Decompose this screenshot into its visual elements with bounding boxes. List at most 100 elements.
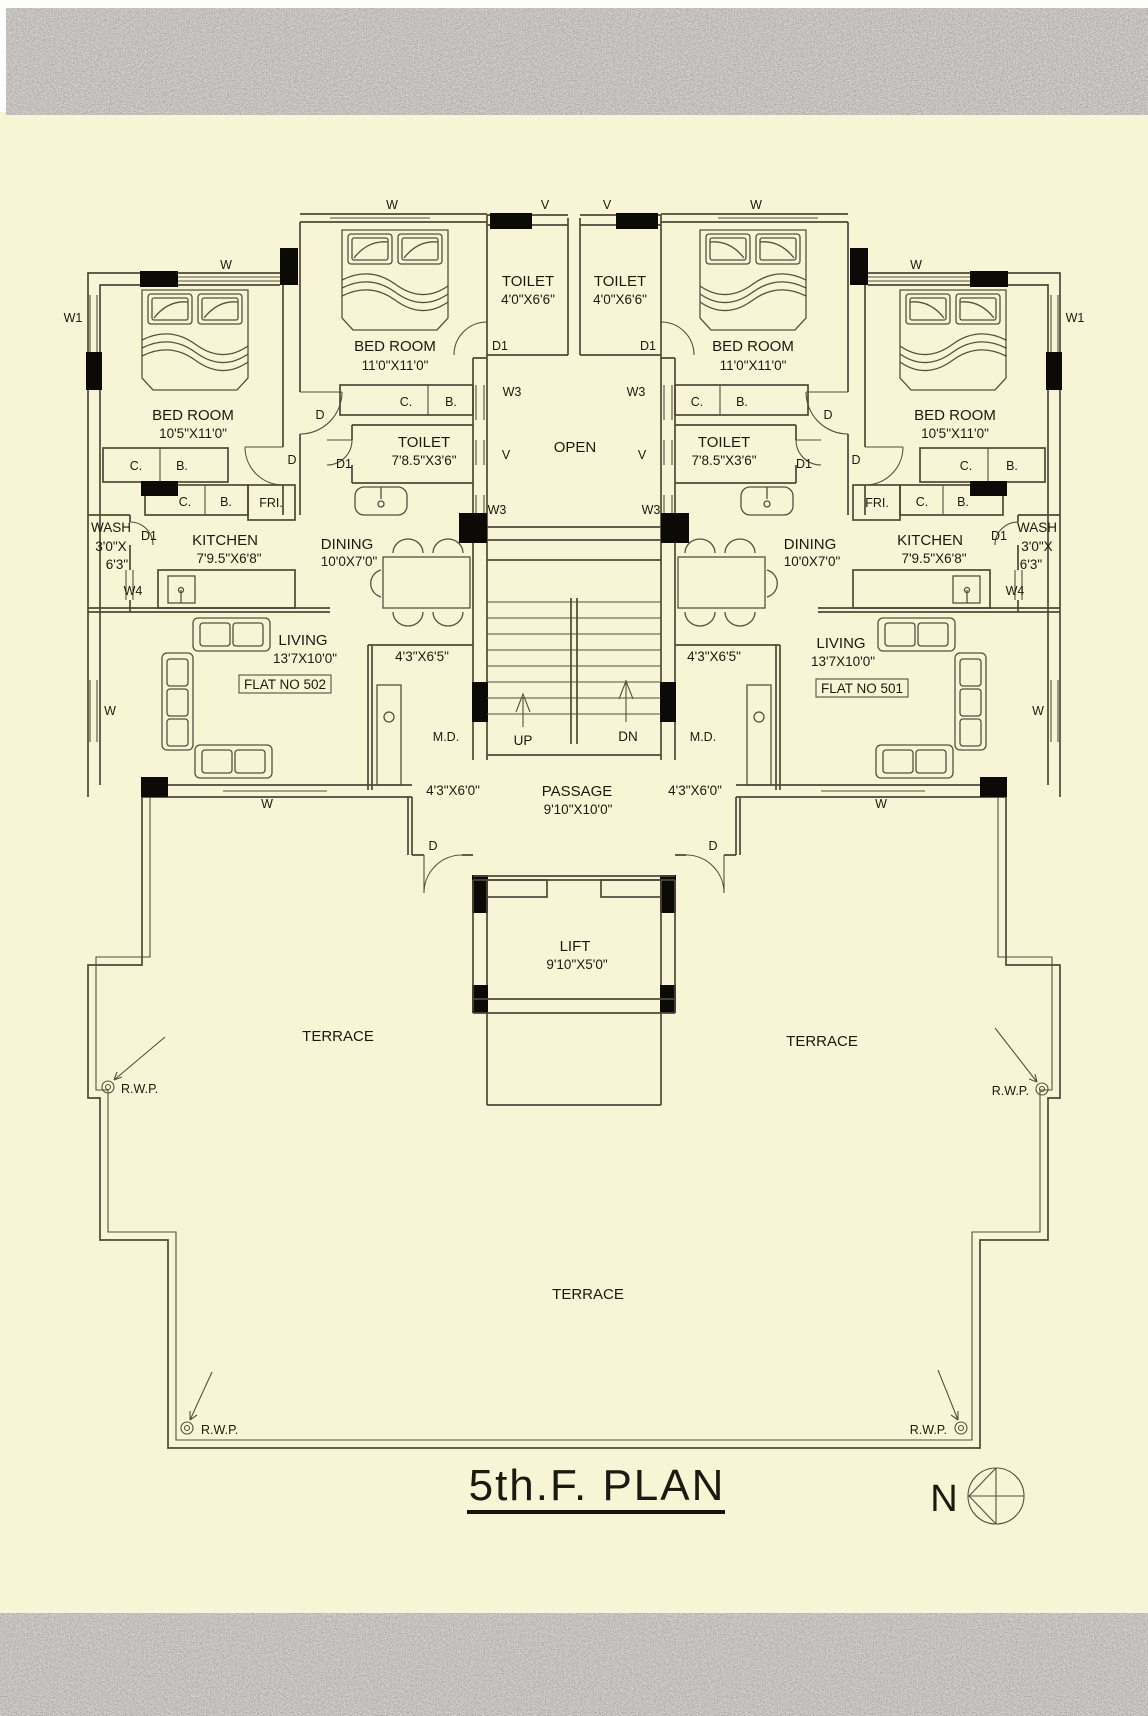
- cupboard-label: C.: [400, 395, 413, 409]
- title-underline: [467, 1510, 725, 1514]
- room-kitchen-left-dim: 7'9.5"X6'8": [196, 551, 261, 566]
- window-label: W1: [1066, 311, 1085, 325]
- door-label: D1: [796, 457, 812, 471]
- door-label: D1: [141, 529, 157, 543]
- fridge-label: FRI.: [259, 496, 283, 510]
- window-label: W: [750, 198, 762, 212]
- lobby-dim-left: 4'3"X6'5": [395, 649, 449, 664]
- room-wash-left: WASH: [91, 520, 131, 535]
- room-toilet-top-right-dim: 4'0"X6'6": [593, 292, 647, 307]
- window-label: W: [261, 797, 273, 811]
- rwp-bottom-right: [937, 1369, 968, 1435]
- room-living-left: LIVING: [278, 632, 327, 649]
- flat-502-box: [238, 674, 332, 694]
- room-lift: LIFT: [560, 938, 591, 955]
- door-label: D: [315, 408, 324, 422]
- door-label: D1: [492, 339, 508, 353]
- room-living-right: LIVING: [816, 635, 865, 652]
- window-label: W1: [64, 311, 83, 325]
- room-bedroom-outer-right: BED ROOM: [914, 407, 996, 424]
- vent-label: V: [638, 448, 647, 462]
- window-label: W3: [488, 503, 507, 517]
- plan-labels: W V V W W W W1 W1 TOILET 4'0"X6'6" TOILE…: [64, 198, 1085, 1520]
- room-toilet-top-left-dim: 4'0"X6'6": [501, 292, 555, 307]
- stairs-down-label: DN: [618, 729, 638, 744]
- vent-label: V: [603, 198, 612, 212]
- stairs-up-label: UP: [514, 733, 533, 748]
- room-bedroom-outer-left-dim: 10'5"X11'0": [159, 426, 227, 441]
- cupboard-label: B.: [176, 459, 188, 473]
- window-label: W3: [503, 385, 522, 399]
- rwp-bottom-left: [180, 1371, 213, 1435]
- north-label: N: [930, 1478, 957, 1520]
- passage-side-dim-right: 4'3"X6'0": [668, 783, 722, 798]
- room-toilet-mid-right-dim: 7'8.5"X3'6": [691, 453, 756, 468]
- window-label: W: [1032, 704, 1044, 718]
- room-passage-dim: 9'10"X10'0": [544, 802, 613, 817]
- room-toilet-mid-left: TOILET: [398, 434, 450, 451]
- main-door-label: M.D.: [433, 730, 459, 744]
- room-bedroom-outer-left: BED ROOM: [152, 407, 234, 424]
- door-label: D1: [991, 529, 1007, 543]
- room-dining-left: DINING: [321, 536, 374, 553]
- room-kitchen-right: KITCHEN: [897, 532, 963, 549]
- cupboard-label: C.: [179, 495, 192, 509]
- door-label: D: [823, 408, 832, 422]
- door-label: D: [708, 839, 717, 853]
- window-label: W: [386, 198, 398, 212]
- lobby-dim-right: 4'3"X6'5": [687, 649, 741, 664]
- door-label: D: [851, 453, 860, 467]
- vent-label: V: [502, 448, 511, 462]
- plan-title: 5th.F. PLAN: [469, 1461, 726, 1510]
- room-wash-right-dim2: 6'3": [1020, 557, 1043, 572]
- room-lift-dim: 9'10"X5'0": [546, 957, 607, 972]
- room-kitchen-left: KITCHEN: [192, 532, 258, 549]
- terrace-left-label: TERRACE: [302, 1028, 374, 1045]
- up-arrow: [515, 692, 531, 727]
- room-bedroom-inner-left: BED ROOM: [354, 338, 436, 355]
- door-label: D1: [640, 339, 656, 353]
- door-label: D: [428, 839, 437, 853]
- cupboard-label: B.: [220, 495, 232, 509]
- room-kitchen-right-dim: 7'9.5"X6'8": [901, 551, 966, 566]
- rwp-left: [101, 1036, 166, 1094]
- window-label: W: [220, 258, 232, 272]
- room-wash-left-dim2: 6'3": [106, 557, 129, 572]
- open-shaft-label: OPEN: [554, 439, 597, 456]
- window-label: W4: [124, 584, 143, 598]
- room-living-right-dim: 13'7X10'0": [811, 654, 875, 669]
- room-dining-left-dim: 10'0X7'0": [321, 554, 378, 569]
- window-label: W: [910, 258, 922, 272]
- cupboard-label: B.: [957, 495, 969, 509]
- cupboard-label: B.: [445, 395, 457, 409]
- cupboard-label: C.: [130, 459, 143, 473]
- room-dining-right: DINING: [784, 536, 837, 553]
- granite-band-bottom: [0, 1613, 1148, 1716]
- room-toilet-top-left: TOILET: [502, 273, 554, 290]
- cupboard-label: B.: [736, 395, 748, 409]
- room-passage: PASSAGE: [542, 783, 613, 800]
- rwp-label: R.W.P.: [910, 1423, 947, 1437]
- window-label: W: [875, 797, 887, 811]
- main-door-label: M.D.: [690, 730, 716, 744]
- rwp-right: [994, 1027, 1049, 1096]
- room-toilet-mid-right: TOILET: [698, 434, 750, 451]
- rwp-symbols: [101, 1027, 1049, 1435]
- fridge-label: FRI.: [865, 496, 889, 510]
- cupboard-label: C.: [916, 495, 929, 509]
- rwp-label: R.W.P.: [201, 1423, 238, 1437]
- door-label: D: [287, 453, 296, 467]
- room-bedroom-inner-left-dim: 11'0"X11'0": [362, 358, 429, 373]
- door-label: D1: [336, 457, 352, 471]
- vent-label: V: [541, 198, 550, 212]
- window-label: W3: [642, 503, 661, 517]
- room-wash-right-dim1: 3'0"X: [1021, 539, 1052, 554]
- terrace-right-label: TERRACE: [786, 1033, 858, 1050]
- rwp-label: R.W.P.: [992, 1084, 1029, 1098]
- room-wash-left-dim1: 3'0"X: [95, 539, 126, 554]
- rwp-label: R.W.P.: [121, 1082, 158, 1096]
- flat-501-box: [815, 678, 909, 698]
- down-arrow: [618, 679, 634, 722]
